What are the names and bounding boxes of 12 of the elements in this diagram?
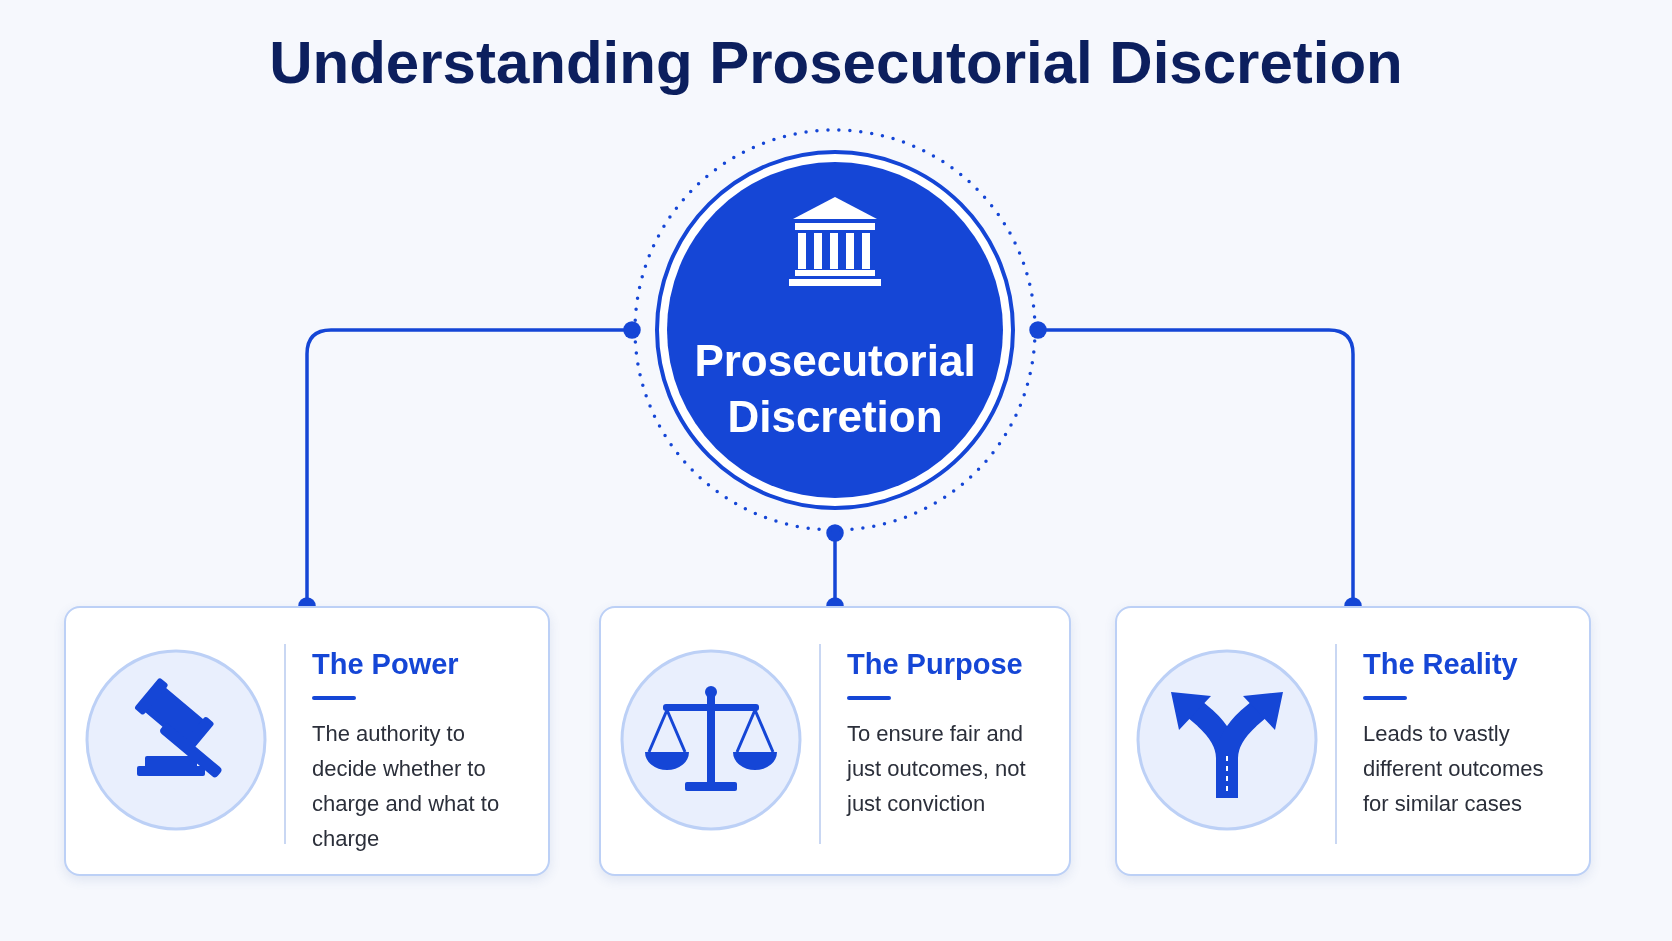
card-heading: The Purpose bbox=[847, 648, 1023, 681]
central-label: Prosecutorial Discretion bbox=[693, 335, 977, 443]
card-description: Leads to vastly different outcomes for similar cases bbox=[1363, 720, 1545, 818]
card-heading: The Power bbox=[312, 648, 459, 681]
info-card bbox=[599, 606, 1071, 876]
info-card bbox=[64, 606, 550, 876]
info-card bbox=[1115, 606, 1591, 876]
title: Understanding Prosecutorial Discretion bbox=[268, 28, 1404, 97]
card-description: The authority to decide whether to charge and what to charge bbox=[312, 720, 501, 853]
card-heading: The Reality bbox=[1363, 648, 1518, 681]
card-description: To ensure fair and just outcomes, not just conviction bbox=[847, 720, 1027, 818]
central-circle bbox=[632, 127, 1038, 533]
